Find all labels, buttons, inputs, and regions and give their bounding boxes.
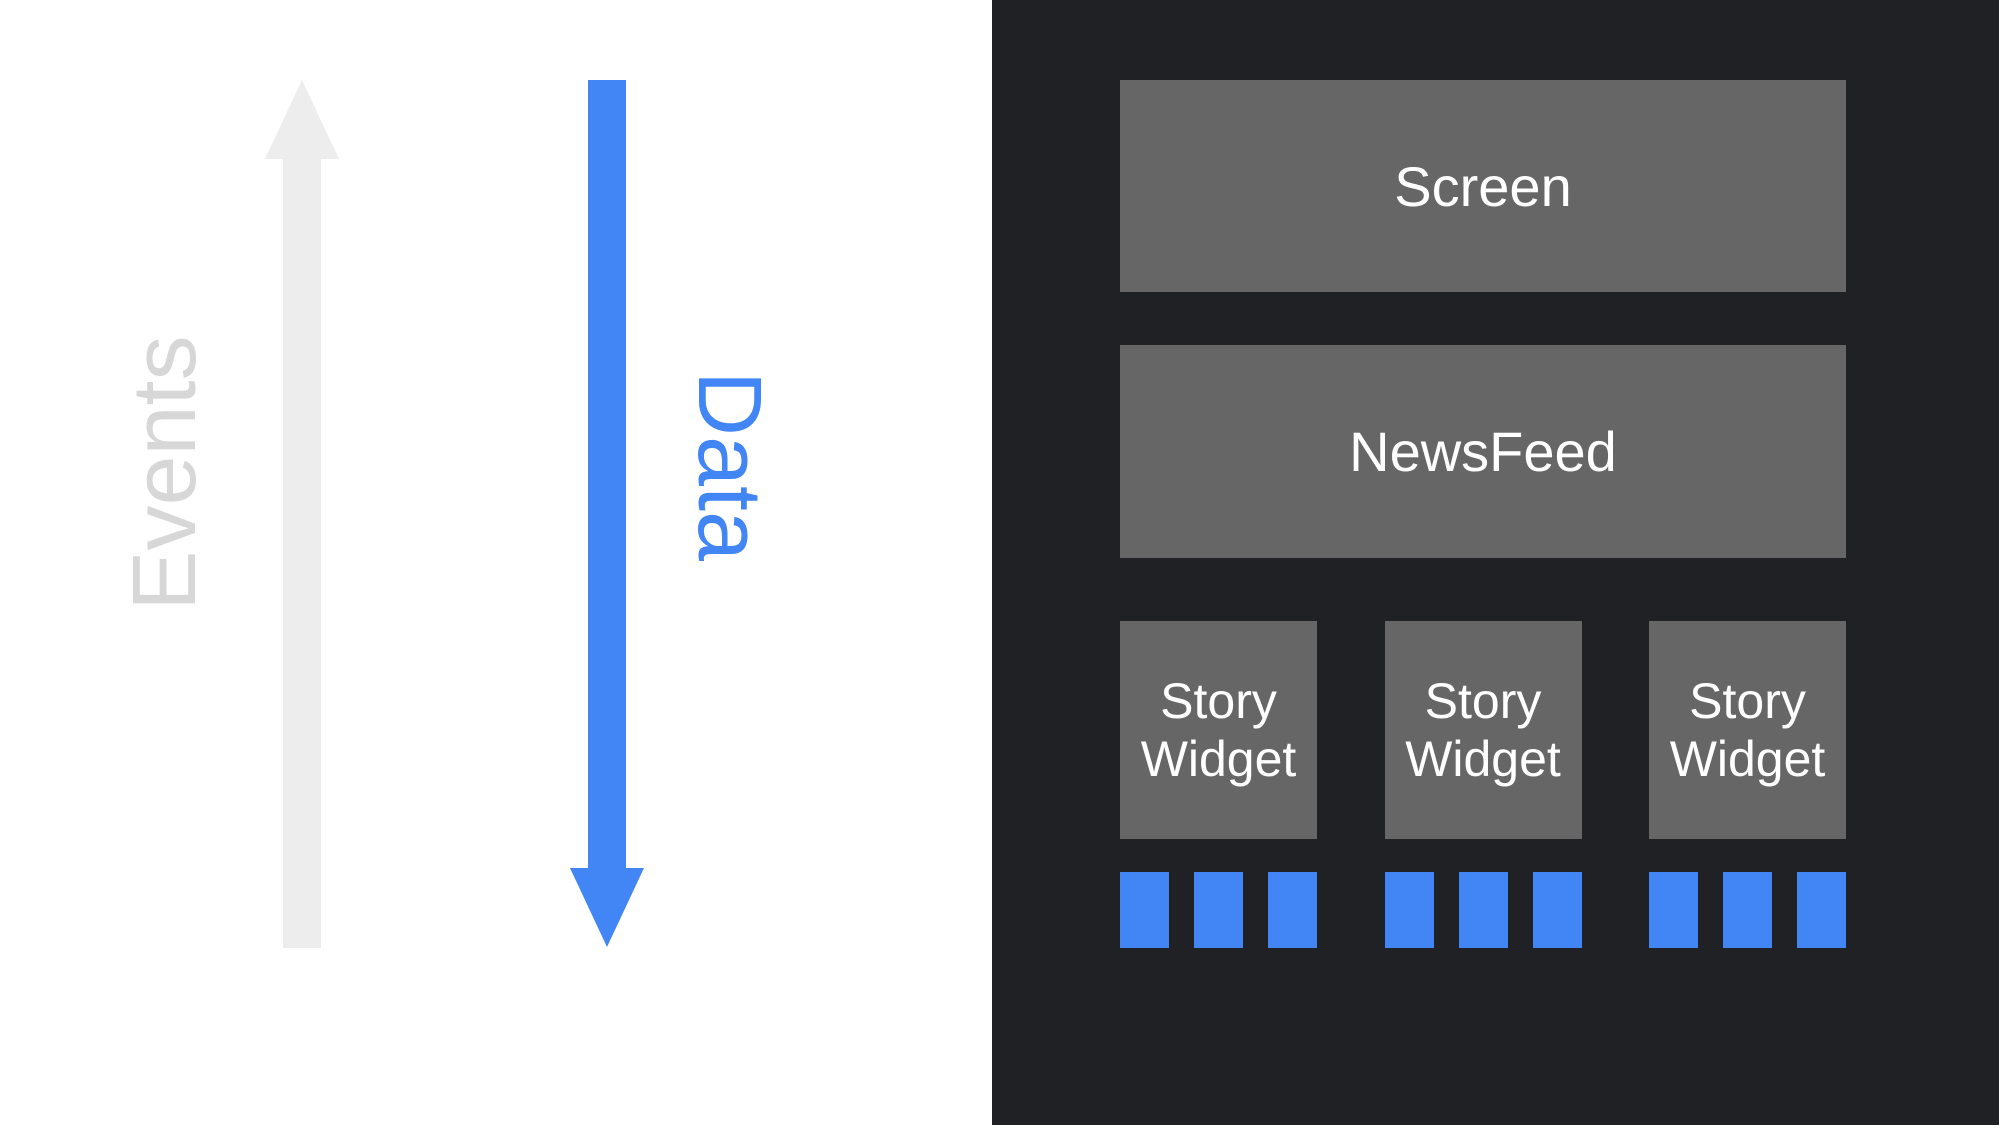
story-widget-label: Story Widget [1405, 673, 1561, 787]
screen-node: Screen [1120, 80, 1846, 292]
newsfeed-node: NewsFeed [1120, 345, 1846, 558]
data-stream-square [1797, 872, 1846, 948]
story-widget-label: Story Widget [1140, 673, 1297, 787]
data-stream-group [1649, 872, 1846, 948]
story-widget-node: Story Widget [1384, 621, 1582, 839]
newsfeed-node-label: NewsFeed [1349, 420, 1617, 483]
story-widget-node: Story Widget [1649, 621, 1846, 839]
data-arrow-shaft [588, 80, 626, 868]
story-widget-node: Story Widget [1120, 621, 1317, 839]
story-widget-row: Story Widget Story Widget Story Widget [1120, 621, 1846, 839]
widget-tree-panel: Screen NewsFeed Story Widget Story Widge… [992, 0, 1999, 1125]
events-label: Events [115, 335, 215, 611]
data-stream-square [1268, 872, 1317, 948]
data-label: Data [679, 370, 779, 562]
data-stream-square [1120, 872, 1169, 948]
data-stream-group [1120, 872, 1317, 948]
data-stream-square [1723, 872, 1772, 948]
data-stream-square [1458, 872, 1508, 948]
data-stream-square [1194, 872, 1243, 948]
screen-node-label: Screen [1394, 154, 1572, 218]
data-stream-row [1120, 872, 1846, 948]
events-arrow-shaft [283, 155, 321, 948]
events-arrowhead-up-icon [265, 80, 339, 159]
data-arrowhead-down-icon [570, 868, 644, 947]
story-widget-label: Story Widget [1669, 673, 1826, 787]
data-stream-square [1532, 872, 1582, 948]
data-stream-group [1384, 872, 1582, 948]
data-stream-square [1384, 872, 1434, 948]
data-stream-square [1649, 872, 1698, 948]
